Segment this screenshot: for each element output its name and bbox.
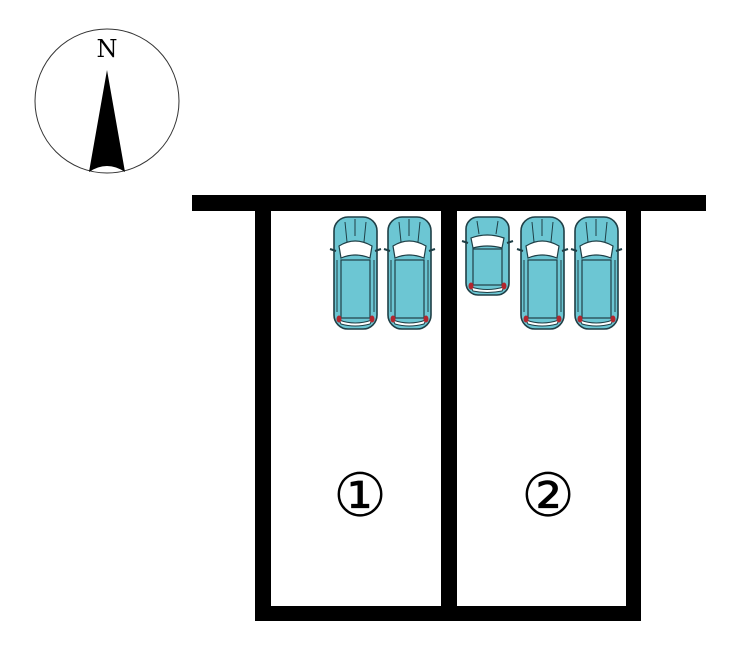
lot-1: ① (329, 216, 436, 531)
bottom-boundary (255, 606, 641, 621)
parked-car (329, 216, 382, 330)
north-arrow-icon (89, 70, 125, 172)
lot-boundaries (192, 195, 706, 621)
lot-2: ② (461, 216, 623, 531)
parked-car-compact (461, 216, 514, 296)
right-boundary (626, 195, 641, 621)
lot-divider (441, 195, 457, 621)
north-label: N (97, 35, 118, 63)
left-boundary (255, 195, 271, 621)
north-compass: N (34, 28, 180, 174)
parked-car (570, 216, 623, 330)
lot-number-1: ① (333, 461, 387, 531)
parked-car (383, 216, 436, 330)
lot-number-2: ② (521, 461, 575, 531)
parked-car (516, 216, 569, 330)
